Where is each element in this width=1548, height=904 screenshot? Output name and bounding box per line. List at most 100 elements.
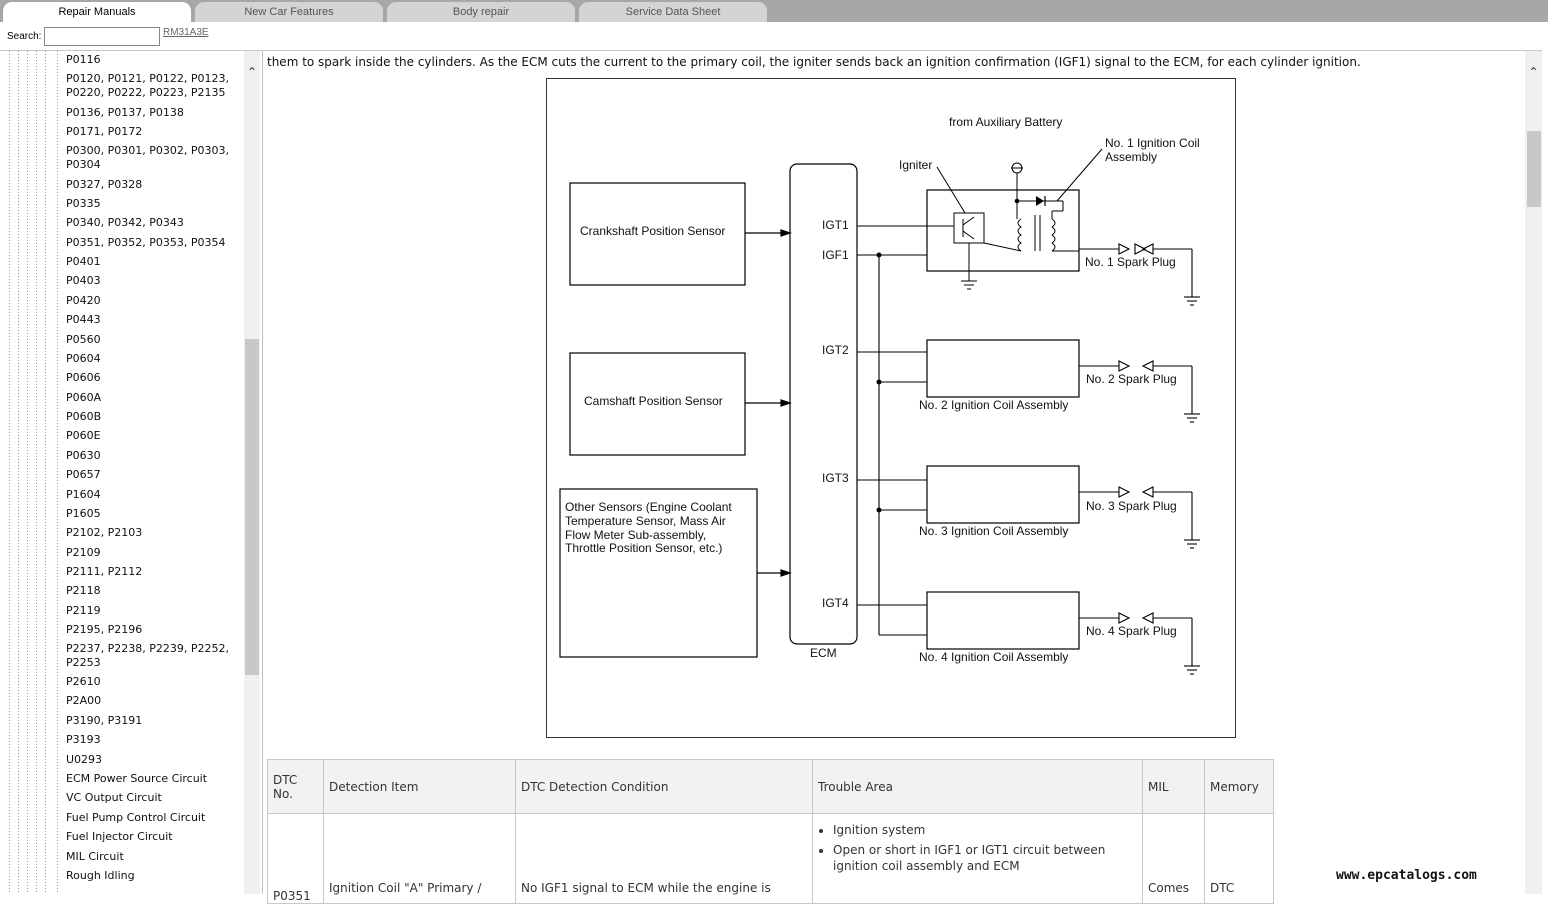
trouble-area-item: Open or short in IGF1 or IGT1 circuit be… bbox=[833, 842, 1137, 874]
nav-tree-item[interactable]: P060A bbox=[66, 391, 102, 404]
nav-tree-item[interactable]: P0606 bbox=[66, 371, 101, 384]
tab-repair-manuals[interactable]: Repair Manuals bbox=[3, 2, 191, 22]
coil1-assembly-box bbox=[926, 189, 1080, 272]
content-scrollbar-thumb[interactable] bbox=[1527, 131, 1541, 207]
nav-tree-item[interactable]: P1604 bbox=[66, 488, 101, 501]
other-sensors-label-3: Flow Meter Sub-assembly, bbox=[565, 528, 706, 542]
nav-tree-item[interactable]: P0420 bbox=[66, 294, 101, 307]
nav-tree-item[interactable]: Rough Idling bbox=[66, 869, 135, 882]
search-label: Search: bbox=[7, 31, 42, 42]
nav-tree-item[interactable]: P0604 bbox=[66, 352, 101, 365]
nav-tree-item[interactable]: P3193 bbox=[66, 733, 101, 746]
crankshaft-sensor-label: Crankshaft Position Sensor bbox=[580, 224, 725, 238]
ignition-system-diagram: Crankshaft Position Sensor Camshaft Posi… bbox=[546, 78, 1236, 738]
igt3-label: IGT3 bbox=[822, 471, 849, 485]
nav-tree-item[interactable]: P2195, P2196 bbox=[66, 623, 143, 636]
nav-tree-item[interactable]: U0293 bbox=[66, 753, 103, 766]
table-row: P0351 Ignition Coil "A" Primary / No IGF… bbox=[267, 813, 1274, 904]
plug4-label: No. 4 Spark Plug bbox=[1086, 624, 1177, 638]
nav-tree-item[interactable]: P0171, P0172 bbox=[66, 125, 143, 138]
nav-tree-item[interactable]: P060E bbox=[66, 429, 101, 442]
nav-tree-item[interactable]: P3190, P3191 bbox=[66, 714, 143, 727]
nav-tree-item[interactable]: P0401 bbox=[66, 255, 101, 268]
nav-tree-item[interactable]: VC Output Circuit bbox=[66, 791, 162, 804]
other-sensors-label-2: Temperature Sensor, Mass Air bbox=[565, 514, 726, 528]
nav-tree-item[interactable]: P0630 bbox=[66, 449, 101, 462]
header-detection-item: Detection Item bbox=[323, 759, 516, 814]
nav-tree-item[interactable]: P0327, P0328 bbox=[66, 178, 143, 191]
nav-tree-item[interactable]: P0657 bbox=[66, 468, 101, 481]
nav-tree-item[interactable]: P2118 bbox=[66, 584, 101, 597]
scroll-up-icon[interactable]: ⌃ bbox=[246, 65, 258, 79]
nav-tree-item[interactable]: P0351, P0352, P0353, P0354 bbox=[66, 236, 226, 249]
window-edge bbox=[1542, 22, 1548, 894]
nav-tree-item[interactable]: P0136, P0137, P0138 bbox=[66, 106, 184, 119]
camshaft-sensor-label: Camshaft Position Sensor bbox=[584, 394, 723, 408]
search-bar: Search: RM31A3E bbox=[0, 22, 1548, 51]
content-scrollbar[interactable]: ⌃ bbox=[1525, 51, 1542, 894]
nav-tree-item[interactable]: P2111, P2112 bbox=[66, 565, 143, 578]
header-dtc-no: DTC No. bbox=[267, 759, 324, 814]
nav-tree-item[interactable]: P2237, P2238, P2239, P2252, P2253 bbox=[66, 642, 229, 669]
manual-code-link[interactable]: RM31A3E bbox=[163, 27, 209, 38]
nav-scrollbar-thumb[interactable] bbox=[245, 339, 259, 675]
nav-tree-item[interactable]: P0443 bbox=[66, 313, 101, 326]
plug1-label: No. 1 Spark Plug bbox=[1085, 255, 1176, 269]
trouble-area-item: Ignition system bbox=[833, 822, 1137, 838]
nav-tree-item[interactable]: Fuel Pump Control Circuit bbox=[66, 811, 206, 824]
igt4-label: IGT4 bbox=[822, 596, 849, 610]
nav-tree-item[interactable]: Fuel Injector Circuit bbox=[66, 830, 173, 843]
nav-tree-item[interactable]: P0335 bbox=[66, 197, 101, 210]
nav-tree-item[interactable]: P0403 bbox=[66, 274, 101, 287]
nav-scrollbar[interactable]: ⌃ bbox=[244, 51, 260, 894]
nav-tree-item[interactable]: P0560 bbox=[66, 333, 101, 346]
dtc-table: DTC No. Detection Item DTC Detection Con… bbox=[267, 759, 1274, 904]
nav-tree-item[interactable]: P2A00 bbox=[66, 694, 102, 707]
watermark: www.epcatalogs.com bbox=[1336, 868, 1477, 883]
nav-tree-item[interactable]: P2610 bbox=[66, 675, 101, 688]
tab-service-data-sheet[interactable]: Service Data Sheet bbox=[579, 2, 767, 22]
cell-mil: Comes bbox=[1142, 813, 1205, 904]
tree-guide-lines bbox=[9, 51, 58, 894]
panel-divider[interactable] bbox=[262, 51, 263, 894]
other-sensors-label-4: Throttle Position Sensor, etc.) bbox=[565, 541, 722, 555]
nav-tree-item[interactable]: MIL Circuit bbox=[66, 850, 124, 863]
crankshaft-sensor-box bbox=[569, 182, 746, 286]
tab-bar: Repair Manuals New Car Features Body rep… bbox=[0, 0, 1548, 22]
coil4-box bbox=[926, 591, 1080, 650]
plug3-label: No. 3 Spark Plug bbox=[1086, 499, 1177, 513]
intro-paragraph: them to spark inside the cylinders. As t… bbox=[267, 55, 1361, 69]
trouble-area-list: Ignition system Open or short in IGF1 or… bbox=[833, 822, 1137, 874]
igniter-label: Igniter bbox=[899, 158, 932, 172]
coil3-box bbox=[926, 465, 1080, 524]
battery-label: from Auxiliary Battery bbox=[949, 115, 1062, 129]
camshaft-sensor-box bbox=[569, 352, 746, 456]
header-mil: MIL bbox=[1142, 759, 1205, 814]
nav-tree-item[interactable]: P0300, P0301, P0302, P0303, P0304 bbox=[66, 144, 229, 171]
cell-detection-condition: No IGF1 signal to ECM while the engine i… bbox=[515, 813, 813, 904]
cell-detection-item: Ignition Coil "A" Primary / bbox=[323, 813, 516, 904]
cell-trouble-area: Ignition system Open or short in IGF1 or… bbox=[812, 813, 1143, 904]
nav-tree-item[interactable]: P2102, P2103 bbox=[66, 526, 143, 539]
nav-tree-item[interactable]: P1605 bbox=[66, 507, 101, 520]
coil1-label-line2: Assembly bbox=[1105, 150, 1157, 164]
nav-tree-item[interactable]: P0340, P0342, P0343 bbox=[66, 216, 184, 229]
nav-tree-item[interactable]: ECM Power Source Circuit bbox=[66, 772, 208, 785]
tab-body-repair[interactable]: Body repair bbox=[387, 2, 575, 22]
tab-new-car-features[interactable]: New Car Features bbox=[195, 2, 383, 22]
coil4-label: No. 4 Ignition Coil Assembly bbox=[919, 650, 1068, 664]
igt1-label: IGT1 bbox=[822, 218, 849, 232]
nav-tree-item[interactable]: P0116 bbox=[66, 53, 101, 66]
table-header-row: DTC No. Detection Item DTC Detection Con… bbox=[267, 759, 1274, 814]
nav-tree-item[interactable]: P060B bbox=[66, 410, 102, 423]
scroll-up-icon[interactable]: ⌃ bbox=[1528, 65, 1539, 79]
nav-tree-item[interactable]: P2119 bbox=[66, 604, 101, 617]
igt2-label: IGT2 bbox=[822, 343, 849, 357]
search-input[interactable] bbox=[44, 27, 160, 46]
nav-tree-item[interactable]: P0120, P0121, P0122, P0123, P0220, P0222… bbox=[66, 72, 229, 99]
cell-dtc-no: P0351 bbox=[267, 813, 324, 904]
nav-tree-item[interactable]: P2109 bbox=[66, 546, 101, 559]
ecm-label: ECM bbox=[810, 646, 837, 660]
